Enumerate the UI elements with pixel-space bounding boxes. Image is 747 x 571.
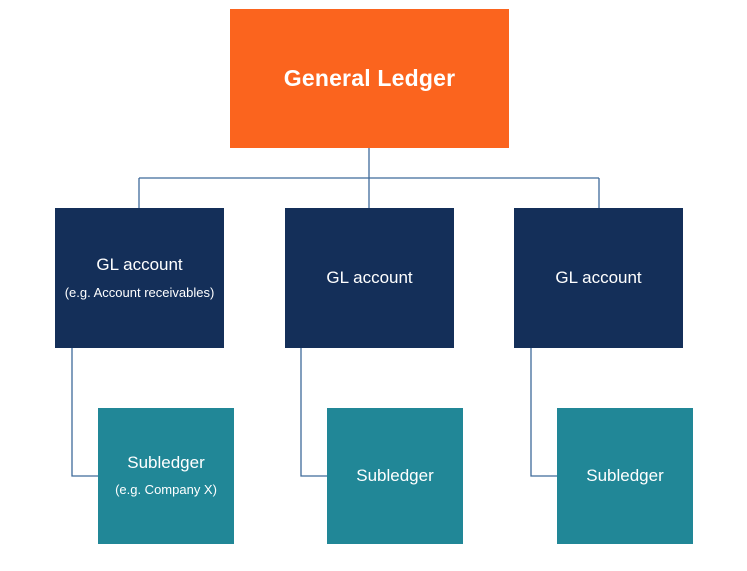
connector-gl-1-to-subledger-1	[71, 348, 98, 477]
subledger-label: Subledger	[127, 453, 205, 472]
subledger-note: (e.g. Company X)	[115, 482, 217, 497]
subledger-box: Subledger	[557, 408, 693, 544]
subledger-label: Subledger	[586, 466, 664, 485]
connector-gl-2-to-subledger-2	[300, 348, 327, 477]
subledger-box: Subledger (e.g. Company X)	[98, 408, 234, 544]
gl-account-box: GL account	[514, 208, 683, 348]
gl-account-box: GL account	[285, 208, 454, 348]
gl-account-label: GL account	[96, 254, 183, 274]
subledger-label: Subledger	[356, 466, 434, 485]
gl-account-box: GL account (e.g. Account receivables)	[55, 208, 224, 348]
gl-account-label: GL account	[326, 268, 413, 287]
general-ledger-box: General Ledger	[230, 9, 509, 148]
subledger-box: Subledger	[327, 408, 463, 544]
general-ledger-title: General Ledger	[283, 65, 456, 91]
gl-account-label: GL account	[555, 268, 642, 287]
gl-account-note: (e.g. Account receivables)	[64, 284, 215, 300]
connector-gl-3-to-subledger-3	[530, 348, 557, 477]
